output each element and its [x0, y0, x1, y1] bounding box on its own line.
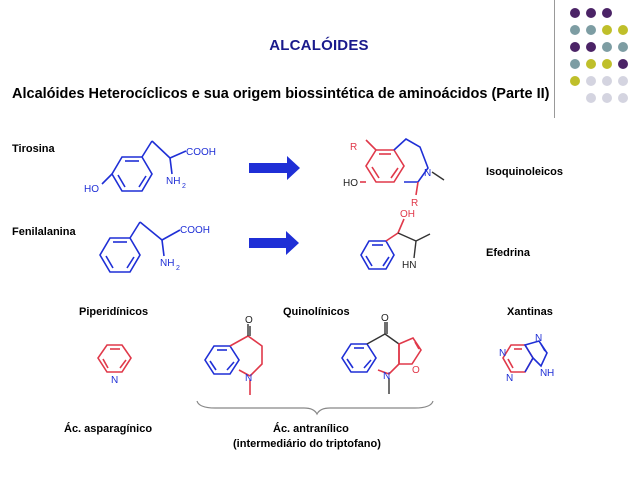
atom-hn: HN [402, 260, 416, 271]
xantinas-structure: N N N N H [499, 333, 554, 384]
atom-cooh: COOH [180, 225, 210, 236]
label-quinolinicos: Quinolínicos [283, 306, 350, 318]
arrow-fenilalanina [249, 231, 299, 255]
atom-r: R [350, 142, 357, 153]
slide-title: ALCALÓIDES [269, 37, 369, 54]
atom-r: R [411, 198, 418, 209]
label-xantinas: Xantinas [507, 306, 553, 318]
atom-o: O [412, 365, 420, 376]
atom-nh2-sub: 2 [182, 183, 186, 190]
atom-n: N [383, 371, 390, 382]
dot-row-3 [570, 42, 628, 52]
atom-n: N [111, 375, 118, 386]
slide-subtitle: Alcalóides Heterocíclicos e sua origem b… [12, 86, 550, 102]
atom-n: N [535, 333, 542, 344]
fenilalanina-structure: COOH NH 2 [99, 221, 210, 273]
dot-row-1 [570, 8, 612, 18]
atom-nh2: NH [166, 176, 180, 187]
efedrina-structure: OH HN [360, 209, 431, 271]
quinolinico-structure-2: O N O [341, 313, 422, 394]
piperidinicos-structure: N [97, 344, 132, 386]
divider-line [554, 0, 555, 118]
label-piperidinicos: Piperidínicos [79, 306, 149, 318]
atom-nh2: NH [160, 258, 174, 269]
atom-oh: OH [400, 209, 415, 220]
arrow-tirosina [249, 156, 300, 180]
dot-row-2 [570, 25, 628, 35]
atom-ho: HO [343, 178, 358, 189]
isoquinoleicos-structure: R HO R N [343, 138, 445, 209]
label-tirosina: Tirosina [12, 143, 55, 155]
dot-row-4 [570, 59, 628, 69]
atom-n: N [506, 373, 513, 384]
dot-row-6 [586, 93, 628, 103]
atom-o: O [245, 315, 253, 326]
atom-n: N [499, 348, 506, 359]
label-efedrina: Efedrina [486, 247, 531, 259]
label-isoquinoleicos: Isoquinoleicos [486, 166, 564, 178]
tirosina-structure: HO COOH NH 2 [84, 140, 216, 195]
label-ac-asparaginico: Ác. asparagínico [64, 423, 153, 435]
atom-o: O [381, 313, 389, 324]
atom-ho: HO [84, 184, 99, 195]
decorative-dot-grid [570, 8, 628, 103]
grouping-brace [196, 400, 434, 416]
atom-nh2-sub: 2 [176, 265, 180, 272]
atom-cooh: COOH [186, 147, 216, 158]
label-ac-antranilico: Ác. antranílico [273, 423, 349, 435]
atom-h: H [547, 368, 554, 379]
atom-n: N [540, 368, 547, 379]
atom-n: N [424, 168, 431, 179]
atom-n: N [245, 373, 252, 384]
label-intermediario: (intermediário do triptofano) [233, 438, 381, 450]
dot-row-5 [570, 76, 628, 86]
label-fenilalanina: Fenilalanina [12, 226, 76, 238]
quinolinico-structure-1: O N [204, 315, 263, 395]
